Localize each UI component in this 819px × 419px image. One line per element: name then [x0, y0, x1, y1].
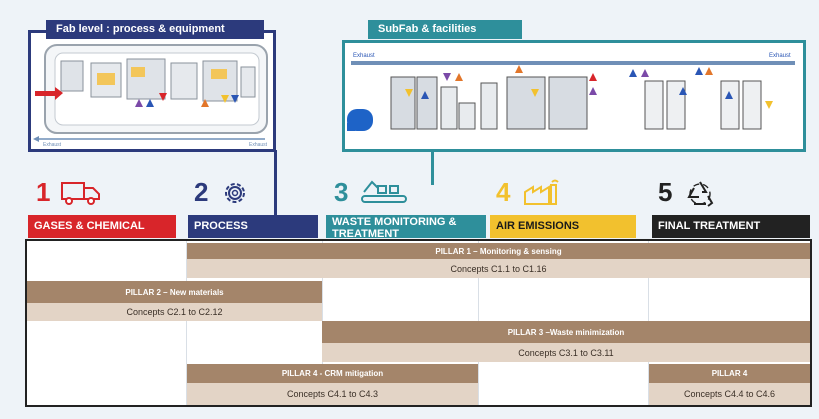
category-label: FINAL TREATMENT: [652, 215, 810, 238]
category-number: 4: [496, 177, 511, 207]
connector-line: [274, 150, 277, 220]
category-label: AIR EMISSIONS: [490, 215, 636, 238]
column-divider: [186, 241, 187, 405]
pillar-4-title: PILLAR 4 - CRM mitigation: [187, 364, 478, 383]
category-number: 1: [36, 177, 51, 207]
pillar-4-concepts: Concepts C4.1 to C4.3: [187, 383, 478, 405]
pillar-2-concepts: Concepts C2.1 to C2.12: [27, 303, 322, 321]
subfab-panel-title: SubFab & facilities: [368, 20, 522, 39]
subfab-panel: Exhaust Exhaust: [342, 40, 806, 152]
pillar-3-title: PILLAR 3 –Waste minimization: [322, 321, 810, 343]
category-number: 3: [334, 177, 349, 207]
pillar-2-title: PILLAR 2 – New materials: [27, 281, 322, 303]
pillar-4b-concepts: Concepts C4.4 to C4.6: [649, 383, 810, 405]
pillar-1-title: PILLAR 1 – Monitoring & sensing: [187, 243, 810, 259]
fab-panel-title: Fab level : process & equipment: [46, 20, 264, 39]
factory-conveyor-icon: [360, 178, 408, 211]
exhaust-label: Exhaust: [249, 142, 268, 148]
category-label: PROCESS: [188, 215, 318, 238]
exhaust-label: Exhaust: [43, 142, 62, 148]
category-number: 2: [194, 177, 209, 207]
pillar-1-concepts: Concepts C1.1 to C1.16: [187, 259, 810, 278]
subfab-illustration: Exhaust Exhaust: [347, 53, 795, 131]
category-label: GASES & CHEMICAL: [28, 215, 176, 238]
fab-panel: Exhaust Exhaust: [28, 30, 276, 152]
factory-emission-icon: [522, 177, 562, 212]
exhaust-label: Exhaust: [769, 53, 791, 59]
category-label: WASTE MONITORING & TREATMENT: [326, 215, 486, 240]
gear-icon: [220, 178, 250, 213]
pillar-4b-title: PILLAR 4: [649, 364, 810, 383]
pillar-3-concepts: Concepts C3.1 to C3.11: [322, 343, 810, 362]
category-number: 5: [658, 177, 673, 207]
truck-icon: [60, 180, 102, 211]
exhaust-label: Exhaust: [353, 53, 375, 59]
connector-line: [431, 150, 434, 185]
fab-illustration: Exhaust Exhaust: [33, 44, 268, 148]
recycle-icon: [686, 179, 714, 212]
